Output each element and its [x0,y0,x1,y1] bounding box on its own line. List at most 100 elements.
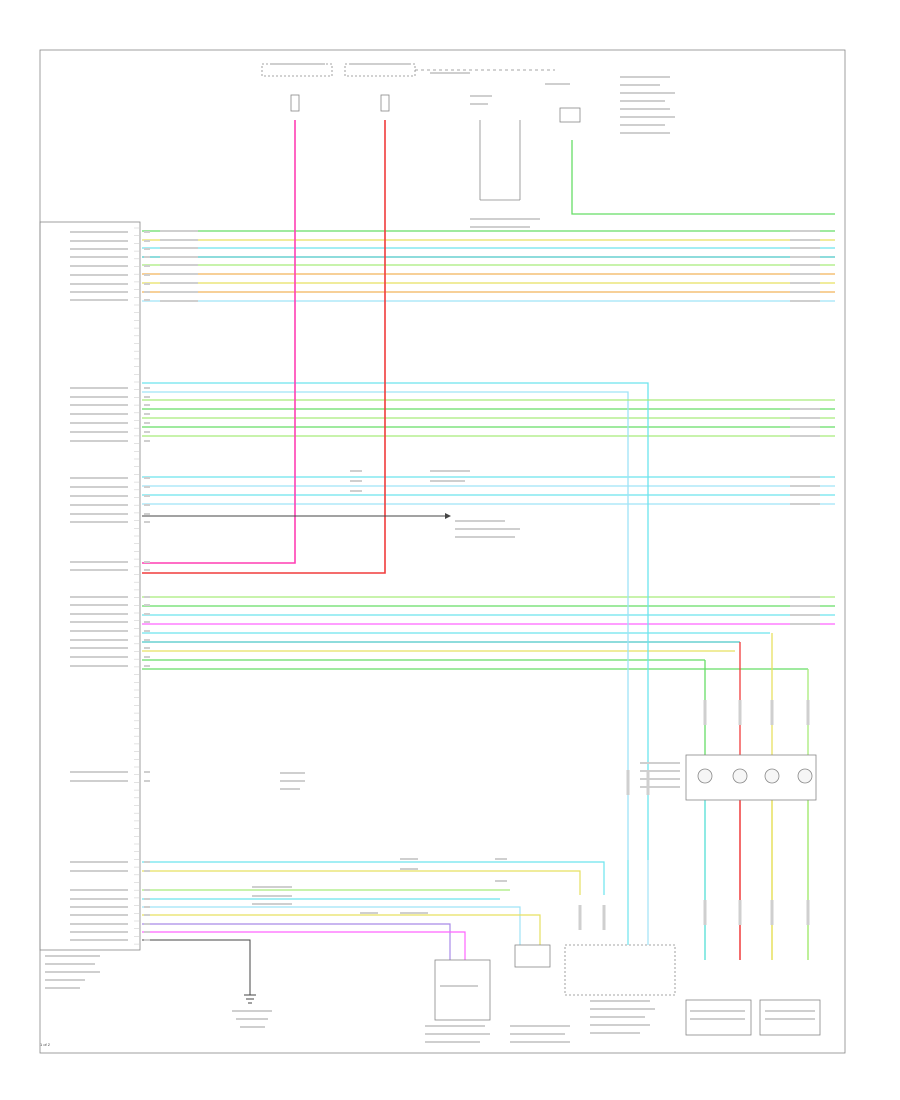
fine-print-mark [400,868,418,870]
terminal-icon [732,768,748,784]
wire-color-label-mark [160,273,198,275]
module-pin-label-mark [70,931,128,933]
fine-print-mark [252,886,292,888]
pin-number-mark [144,639,150,641]
connector-label-mark [806,900,810,925]
fine-print-mark [458,985,478,987]
terminal-icon [764,768,780,784]
fine-print-mark [590,1016,645,1018]
fine-print-mark [640,778,680,780]
fuse-block-box [261,63,333,77]
door-speaker-box [564,944,676,996]
fine-print-mark [400,858,418,860]
module-pin-label-mark [70,231,128,233]
connector-label-mark [738,700,742,725]
wire-color-label-mark [790,247,820,249]
fine-print-mark [620,132,670,134]
module-pin-label-mark [70,486,128,488]
wire-color-label-mark [790,417,820,419]
pin-number-mark [144,387,150,389]
wire-color-label-mark [790,435,820,437]
fine-print-mark [495,858,507,860]
pin-number-mark [144,656,150,658]
pin-number-mark [144,771,150,773]
harness-wire [142,906,521,960]
tweeter-left-box [434,959,491,1021]
fine-print-mark [620,116,675,118]
connector-label-mark [770,700,774,725]
pin-number-mark [144,283,150,285]
wire-color-label-mark [790,476,820,478]
fine-print-mark [425,1041,480,1043]
module-pin-label-mark [70,939,128,941]
module-pin-label-mark [70,780,128,782]
wire-color-label-mark [160,239,198,241]
module-pin-label-mark [70,604,128,606]
fuse-block-box [344,63,416,77]
pin-number-mark [144,870,150,872]
wire-color-label-mark [790,282,820,284]
fine-print-mark [620,92,675,94]
fine-print-mark [455,536,515,538]
data-link-wire [571,140,835,215]
module-pin-label-mark [70,291,128,293]
module-pin-label-mark [70,639,128,641]
fine-print-mark [510,1041,570,1043]
fine-print-mark [280,772,305,774]
wire-color-label-mark [160,282,198,284]
pin-number-mark [144,231,150,233]
ground-wire [142,939,251,995]
fine-print-mark [252,903,292,905]
power-feed-wire [142,120,296,564]
module-pin-label-mark [70,647,128,649]
speaker-wire [142,391,629,860]
pin-number-mark [144,274,150,276]
pin-number-mark [144,504,150,506]
pin-number-mark [144,931,150,933]
module-pin-label-mark [70,561,128,563]
module-pin-label-mark [70,521,128,523]
wire-color-label-mark [790,230,820,232]
fine-print-mark [690,1018,745,1020]
fine-print-mark [400,912,428,914]
fine-print-mark [430,470,470,472]
pin-number-mark [144,256,150,258]
fine-print-mark [470,103,488,105]
module-pin-label-mark [70,665,128,667]
fine-print-mark [590,1032,640,1034]
fine-print-mark [232,1010,272,1012]
wire-color-label-mark [790,623,820,625]
pin-number-mark [144,665,150,667]
fine-print-mark [470,218,540,220]
pin-number-mark [144,939,150,941]
pin-number-mark [144,265,150,267]
pin-number-mark [144,780,150,782]
module-pin-label-mark [70,569,128,571]
module-pin-label-mark [70,396,128,398]
fine-print-mark [280,780,305,782]
fine-print-mark [640,770,680,772]
pin-number-mark [144,604,150,606]
module-pin-label-mark [70,613,128,615]
module-pin-label-mark [70,274,128,276]
wire-color-label-mark [790,300,820,302]
fine-print-mark [470,226,530,228]
fine-print-mark [45,971,100,973]
pin-number-mark [144,569,150,571]
fine-print-mark [590,1024,650,1026]
wire-color-label-mark [790,494,820,496]
fine-print-mark [765,1010,815,1012]
fine-print-mark [236,1018,268,1020]
connector-label-mark [578,905,582,930]
pin-number-mark [144,613,150,615]
wire-color-label-mark [160,256,198,258]
fine-print-mark [280,788,300,790]
ground-icon [244,994,256,1004]
fine-print-mark [590,1000,650,1002]
pin-number-mark [144,299,150,301]
fine-print-mark [690,1010,745,1012]
fine-print-mark [45,955,100,957]
pin-number-mark [144,396,150,398]
pin-number-mark [144,240,150,242]
pin-number-mark [144,513,150,515]
